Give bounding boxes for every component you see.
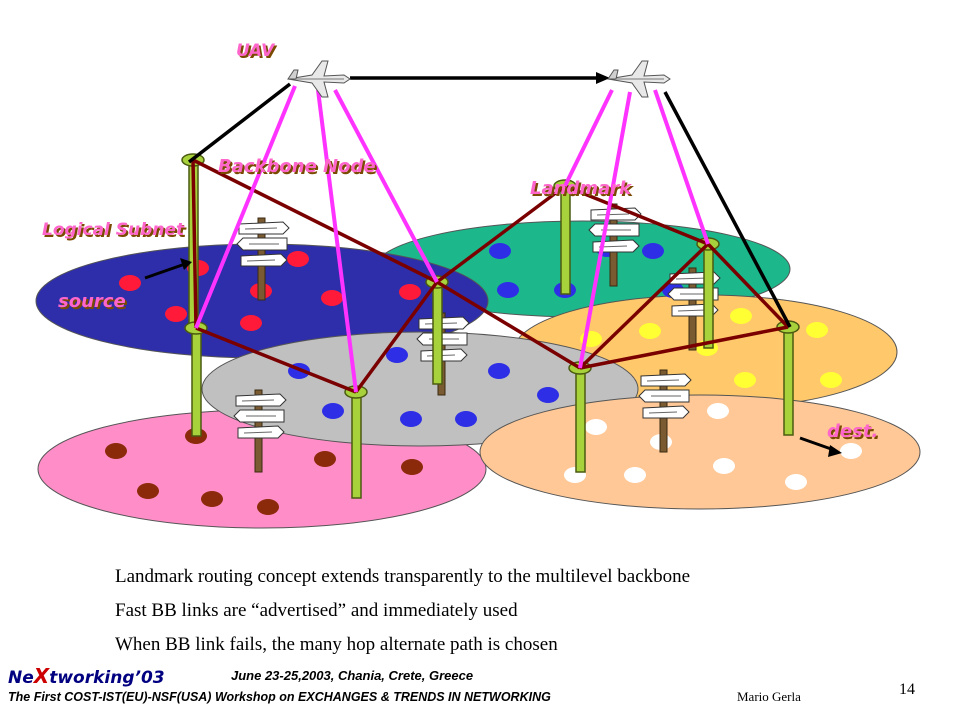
network-diagram: UAV UAV Backbone Node Backbone Node Land… [35, 41, 921, 529]
logical-subnet-label: Logical Subnet [42, 220, 185, 240]
uav-links [194, 85, 710, 393]
uav-uplinks [187, 76, 792, 328]
conference-dates: June 23-25,2003, Chania, Crete, Greece [231, 668, 474, 683]
dest-label-shadow: dest. [829, 423, 880, 444]
conference-name-x: X [33, 664, 50, 688]
labels: UAV UAV Backbone Node Backbone Node Land… [42, 41, 880, 444]
bullet-item: Landmark routing concept extends transpa… [115, 566, 691, 587]
conference-name-prefix: Ne [8, 668, 34, 688]
uav-plane-right [607, 60, 671, 98]
workshop-subtitle: The First COST-IST(EU)-NSF(USA) Workshop… [8, 690, 551, 704]
backbone-node-label: Backbone Node [218, 156, 376, 177]
source-arrow [144, 258, 192, 280]
dest-arrow [799, 436, 842, 457]
uav-label-shadow: UAV [238, 43, 278, 63]
bullet-list: Landmark routing concept extends transpa… [115, 560, 690, 662]
conference-name-suffix: tworking’03 [49, 668, 165, 688]
landmark-label-shadow: Landmark [532, 180, 634, 201]
bullet-item: When BB link fails, the many hop alterna… [115, 634, 558, 655]
page-number: 14 [899, 681, 915, 698]
logical-subnet-label-shadow: Logical Subnet [44, 222, 187, 242]
yellow-subnet-nodes [580, 308, 842, 388]
uav-label: UAV [236, 41, 276, 61]
source-label: source [58, 291, 126, 312]
uav-link-arrowhead [596, 72, 610, 84]
landmark-label: Landmark [530, 178, 632, 199]
gray-subnet-nodes [288, 347, 559, 427]
pink-subnet-nodes [105, 428, 423, 515]
uav-plane-left [287, 60, 351, 98]
author-name: Mario Gerla [737, 689, 801, 704]
bullet-item: Fast BB links are “advertised” and immed… [115, 600, 518, 621]
conference-name: NeXtworking’03 [8, 664, 165, 688]
dest-label: dest. [827, 421, 878, 442]
backbone-links [191, 158, 790, 394]
backbone-node-label-shadow: Backbone Node [220, 158, 378, 179]
source-label-shadow: source [60, 293, 128, 314]
